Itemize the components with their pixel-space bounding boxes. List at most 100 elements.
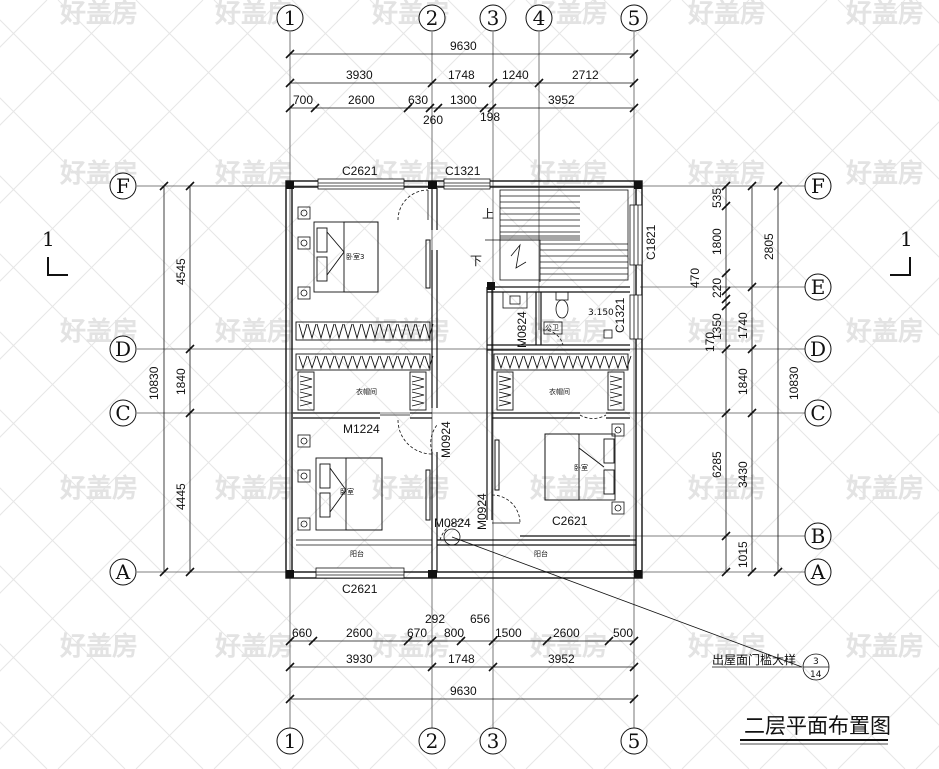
watermark-text: 好盖房 (59, 0, 138, 29)
balcony-railings (296, 539, 432, 546)
watermark-text: 好盖房 (371, 473, 450, 504)
watermark-text: 好盖房 (845, 473, 924, 504)
axis-bubble-F-right (804, 172, 832, 200)
axis-label-C-right: C (810, 401, 825, 425)
dim-right-i2: 1800 (710, 228, 724, 255)
dim-bot-total: 9630 (450, 684, 477, 698)
dim-top-r3-5: 3952 (548, 93, 575, 107)
axis-label-C-left: C (115, 401, 130, 425)
window-openings (315, 178, 643, 579)
dim-top-r2-2: 1748 (448, 68, 475, 82)
columns (286, 181, 642, 578)
callout-sheet: 14 (810, 670, 822, 680)
axis-bubble-D-right (804, 335, 832, 363)
window-c1821: C1821 (644, 224, 658, 260)
drawing-title: 二层平面布置图 (744, 714, 891, 738)
axis-label-3-top: 3 (487, 6, 500, 30)
watermark-text: 好盖房 (845, 0, 924, 29)
right-dimension-text: 535 1800 470 220 170 1350 1740 1840 3430… (688, 188, 801, 568)
door-m1224: M1224 (343, 422, 380, 436)
watermark-text: 好盖房 (687, 158, 766, 189)
axis-bubble-4-top (525, 4, 553, 32)
dim-bot-r2-2: 1748 (448, 652, 475, 666)
room-bedroom3: 卧室3 (346, 252, 364, 261)
bed-bedroom-right (544, 433, 616, 501)
room-wardrobe-right: 衣帽间 (549, 387, 570, 396)
axis-label-D-right: D (810, 337, 826, 361)
axis-bubble-A-left (109, 558, 137, 586)
axis-label-A-right: A (810, 560, 826, 584)
room-bedroom-right: 卧室 (574, 463, 588, 472)
right-dimensions (721, 181, 783, 577)
section-label-right: 1 (900, 227, 913, 251)
axis-bubble-C-left (109, 399, 137, 427)
room-wardrobe-left: 衣帽间 (356, 387, 377, 396)
axis-bubbles (109, 4, 832, 755)
axis-bubble-A-right (804, 558, 832, 586)
door-m0824-a: M0824 (515, 311, 529, 348)
section-marker-right (890, 257, 911, 276)
dim-right-i3: 470 (688, 268, 702, 288)
room-balcony-left: 阳台 (350, 549, 364, 558)
dim-bot-extra-2: 656 (470, 612, 490, 626)
dim-right-m1: 2805 (762, 233, 776, 260)
dim-top-extra-1: 260 (423, 113, 443, 127)
dim-right-i4: 220 (710, 278, 724, 298)
dim-left-3: 4445 (174, 483, 188, 510)
dim-right-i6: 1350 (710, 313, 724, 340)
watermark-text: 好盖房 (214, 158, 293, 189)
watermark-text: 好盖房 (687, 0, 766, 29)
axis-label-F-left: F (116, 174, 130, 198)
dim-bot-r1-6: 2600 (553, 626, 580, 640)
watermark-text: 好盖房 (529, 631, 608, 662)
dim-right-i10: 1015 (736, 541, 750, 568)
watermark-text: 好盖房 (529, 316, 608, 347)
axis-bubble-1-top (276, 4, 304, 32)
wardrobe-hangers (295, 321, 632, 411)
dim-bot-r1-3: 670 (407, 626, 427, 640)
watermark-text: 好盖房 (845, 631, 924, 662)
tv-cabinets (425, 239, 500, 521)
dim-right-i5: 170 (703, 332, 717, 352)
axis-label-A-left: A (115, 560, 131, 584)
watermark-text: 好盖房 (59, 473, 138, 504)
axis-label-3-bot: 3 (487, 729, 500, 753)
watermark-text: 好盖房 (214, 316, 293, 347)
top-dimensions (285, 49, 639, 113)
watermark-text: 好盖房 (845, 316, 924, 347)
detail-callout (443, 528, 830, 681)
bathroom-fixtures (502, 291, 613, 339)
axis-bubble-3-bot (479, 727, 507, 755)
axis-bubble-F-left (109, 172, 137, 200)
dim-bot-r1-1: 660 (292, 626, 312, 640)
axis-label-2-top: 2 (426, 6, 439, 30)
watermark-text: 好盖房 (59, 631, 138, 662)
axis-label-2-bot: 2 (426, 729, 439, 753)
nightstands (297, 206, 625, 531)
bed-bedroom-left (315, 457, 383, 531)
watermark-text: 好盖房 (371, 631, 450, 662)
dim-bot-r1-4: 800 (444, 626, 464, 640)
axis-bubble-2-bot (418, 727, 446, 755)
bed-bedroom3 (313, 221, 379, 293)
axis-label-5-bot: 5 (628, 729, 641, 753)
left-dimensions (159, 181, 195, 577)
left-dimension-text: 10830 4545 1840 4445 (147, 258, 188, 510)
room-wc: 公卫 (545, 324, 559, 332)
axis-bubble-1-bot (276, 727, 304, 755)
opening-labels: C2621 C1321 C1821 C1321 C2621 C2621 M122… (342, 164, 658, 596)
dim-left-2: 1840 (174, 368, 188, 395)
axis-bubble-5-top (620, 4, 648, 32)
axis-label-D-left: D (115, 337, 131, 361)
section-marker-left (47, 257, 68, 276)
dim-top-total: 9630 (450, 39, 477, 53)
dim-left-total: 10830 (147, 366, 161, 400)
dim-bot-extra-1: 292 (425, 612, 445, 626)
dim-top-r3-2: 2600 (348, 93, 375, 107)
room-bedroom-left: 卧室 (340, 487, 354, 496)
axis-bubble-B-right (804, 522, 832, 550)
stair-up-label: 上 (482, 207, 494, 221)
callout-text: 出屋面门槛大样 (712, 652, 796, 667)
axis-label-4-top: 4 (533, 6, 546, 30)
